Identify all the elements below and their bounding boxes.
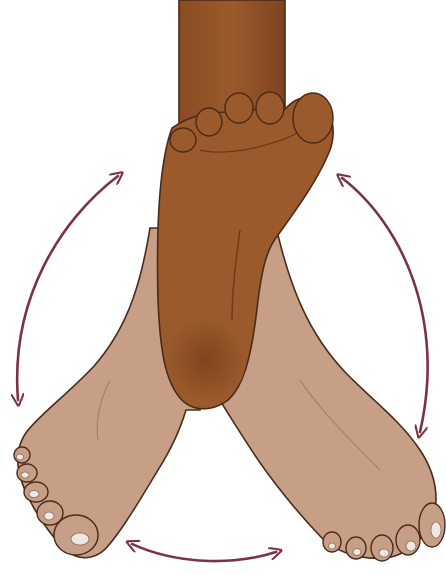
bottom-curved-double-arrow-icon xyxy=(132,544,276,561)
